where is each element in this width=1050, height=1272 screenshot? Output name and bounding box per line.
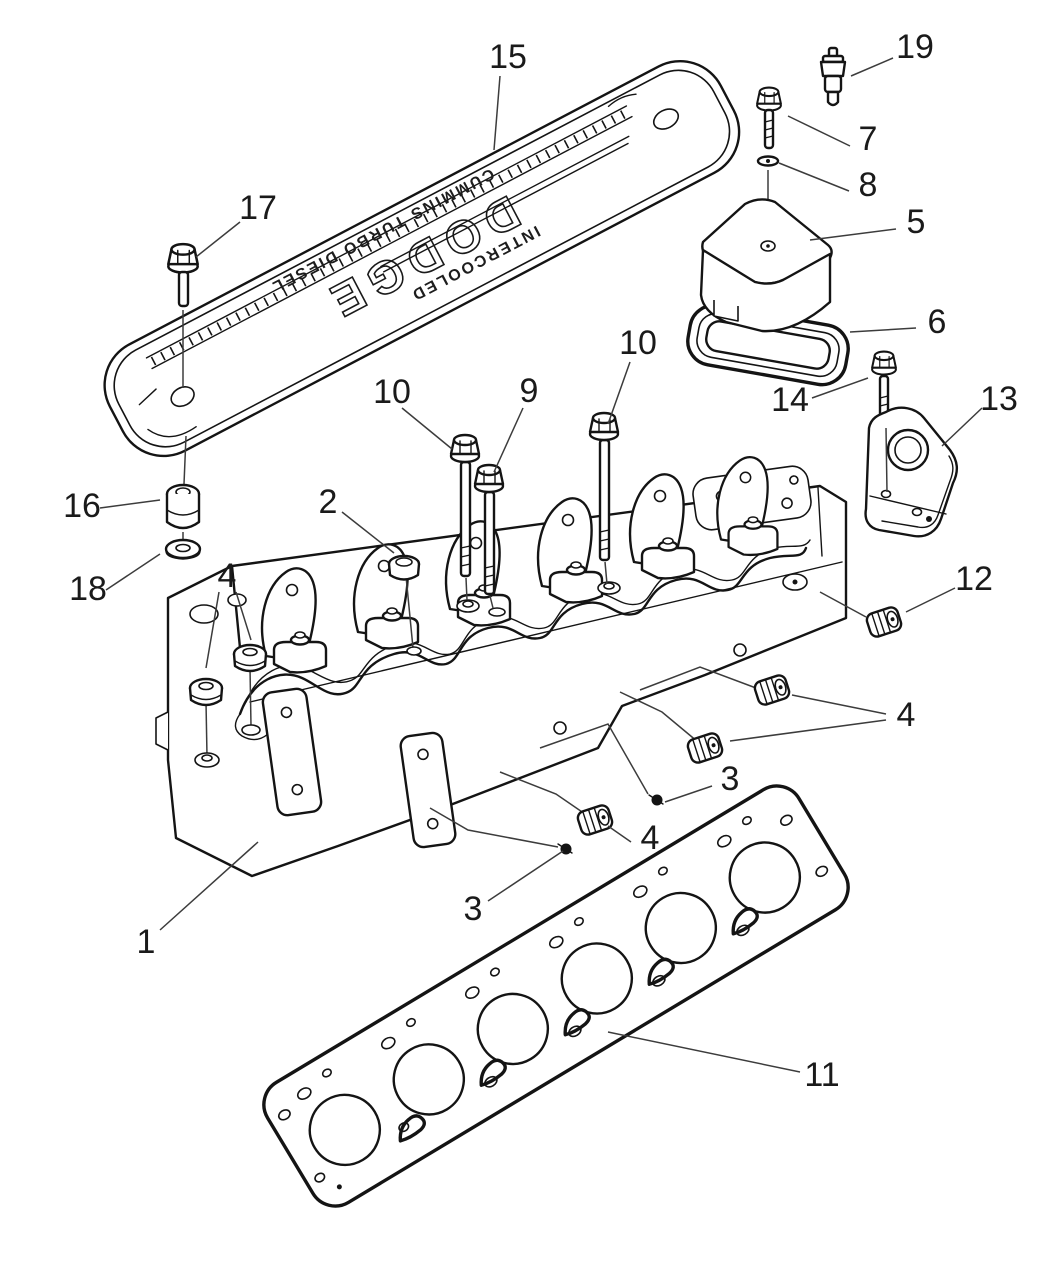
callout-17: 17 xyxy=(239,189,277,227)
callout-4: 4 xyxy=(897,696,916,734)
head-gasket xyxy=(262,784,850,1208)
temperature-sensor xyxy=(819,46,847,107)
callout-3: 3 xyxy=(464,890,483,928)
cylinder-head xyxy=(155,456,848,878)
cup-plug xyxy=(232,643,268,736)
callout-19: 19 xyxy=(896,28,934,66)
leader-lines xyxy=(99,57,983,1073)
callout-4: 4 xyxy=(218,557,237,595)
callout-6: 6 xyxy=(928,303,947,341)
callout-12: 12 xyxy=(955,560,993,598)
callout-15: 15 xyxy=(489,38,527,76)
cover-bolt xyxy=(167,242,199,388)
callouts: 15 19 7 8 5 6 17 16 18 2 10 9 10 14 13 1… xyxy=(63,28,1018,1094)
breather-washer xyxy=(756,155,780,167)
valve-cover: INTERCOOLED DODGE CUMMINS TURBO DIESEL xyxy=(103,59,741,458)
head-bolt-short xyxy=(473,463,505,609)
lifting-bracket xyxy=(864,406,958,538)
breather-cover xyxy=(699,198,833,333)
callout-11: 11 xyxy=(804,1056,839,1094)
callout-8: 8 xyxy=(859,166,878,204)
cover-washer xyxy=(164,538,202,560)
callout-10: 10 xyxy=(619,324,657,362)
cup-plug xyxy=(751,672,793,708)
dowel-ball xyxy=(557,843,573,855)
callout-14: 14 xyxy=(771,381,809,419)
callout-2: 2 xyxy=(319,483,338,521)
pipe-plug xyxy=(863,604,905,640)
dowel-ball xyxy=(648,794,664,806)
threaded-plug xyxy=(387,554,422,656)
callout-13: 13 xyxy=(980,380,1018,418)
breather-bolt xyxy=(756,86,782,150)
callout-18: 18 xyxy=(69,570,107,608)
callout-4: 4 xyxy=(641,819,660,857)
head-bolt-long xyxy=(449,433,481,601)
cover-bolt-hole xyxy=(170,386,195,408)
callout-16: 16 xyxy=(63,487,101,525)
callout-1: 1 xyxy=(137,923,156,961)
callout-5: 5 xyxy=(907,203,926,241)
callout-9: 9 xyxy=(520,372,539,410)
cup-plug xyxy=(574,802,616,838)
callout-10: 10 xyxy=(373,373,411,411)
cup-plug xyxy=(188,677,224,768)
cover-isolator xyxy=(165,483,201,530)
callout-3: 3 xyxy=(721,760,740,798)
callout-7: 7 xyxy=(859,120,878,158)
head-bolt-long xyxy=(588,411,620,585)
